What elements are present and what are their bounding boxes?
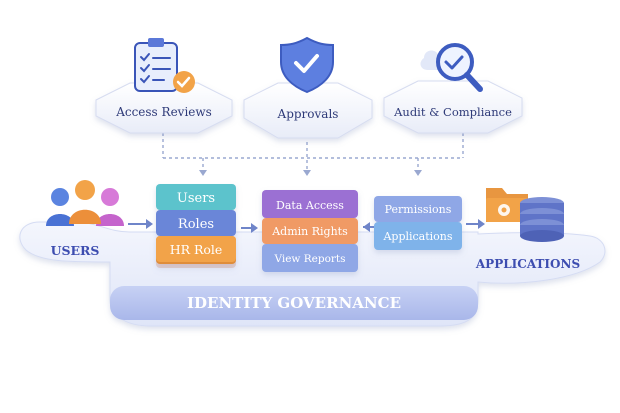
- platform-label: IDENTITY GOVERNANCE: [187, 294, 401, 312]
- stack-item-permissions: Permissions: [385, 203, 452, 216]
- folder-gear-database-icon: [486, 188, 564, 242]
- clipboard-check-icon: [134, 38, 195, 93]
- audit-compliance-card[interactable]: [383, 80, 523, 134]
- stack-item-applications: Applications: [382, 230, 452, 243]
- access-stack: [262, 190, 358, 272]
- arrow-permissions-to-access: [363, 222, 374, 232]
- arrow-permissions-to-applications: [466, 219, 485, 229]
- stack-item-data-access: Data Access: [276, 199, 344, 212]
- arrow-identities-to-access: [241, 223, 258, 233]
- people-group-icon: [46, 180, 124, 226]
- stack-item-roles: Roles: [178, 217, 214, 232]
- connector-arrowheads: [199, 170, 422, 176]
- card-label-approvals: Approvals: [277, 107, 339, 121]
- permission-stack: [374, 196, 462, 250]
- stack-item-hr-role: HR Role: [170, 242, 223, 257]
- magnifier-check-icon: [420, 43, 483, 92]
- identity-stack: [156, 184, 236, 268]
- card-label-audit-compliance: Audit & Compliance: [393, 105, 512, 119]
- dashed-connectors: [162, 133, 464, 172]
- applications-label: APPLICATIONS: [475, 257, 580, 271]
- stack-item-admin-rights: Admin Rights: [271, 225, 348, 238]
- shield-check-icon: [280, 36, 334, 94]
- arrow-users-to-identities: [128, 219, 153, 229]
- stack-item-view-reports: View Reports: [273, 253, 345, 265]
- users-label: USERS: [51, 243, 100, 258]
- card-label-access-reviews: Access Reviews: [115, 105, 212, 119]
- stack-item-users: Users: [177, 191, 215, 206]
